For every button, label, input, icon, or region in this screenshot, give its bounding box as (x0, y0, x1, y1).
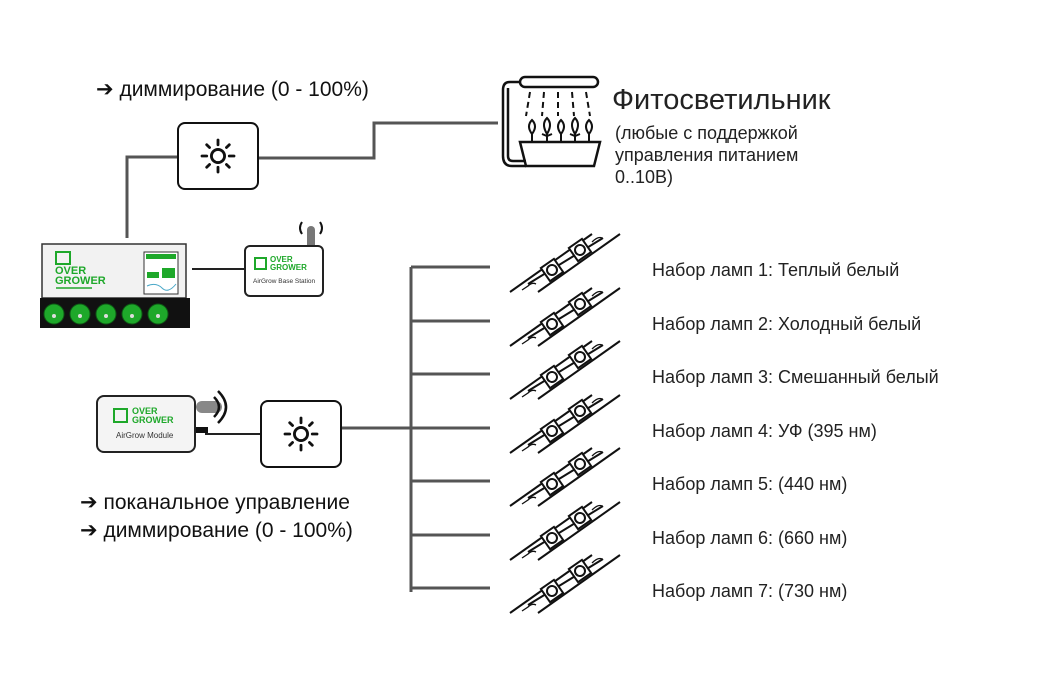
wireless-signal-icon (196, 390, 228, 433)
logo-icon (113, 408, 128, 423)
airgrow-base-station: OVER GROWER AirGrow Base Station (244, 245, 324, 297)
channel-control-note: ➔ поканальное управление (80, 490, 350, 515)
lamp-set-label: Набор ламп 4: УФ (395 нм) (652, 421, 877, 441)
brand-line: OVER (132, 406, 158, 416)
led-strip-icon (509, 501, 621, 561)
led-strip-icon (509, 340, 621, 400)
dimmer-bottom (260, 400, 342, 468)
brand-line: GROWER (55, 275, 106, 287)
led-strip-icon (509, 233, 621, 293)
brand-line: GROWER (270, 263, 307, 272)
controller-brand: OVER GROWER (55, 265, 106, 287)
lamp-set-label: Набор ламп 5: (440 нм) (652, 474, 848, 494)
top-dimming-text: диммирование (0 - 100%) (119, 78, 369, 101)
airgrow-module: OVER GROWER AirGrow Module (96, 395, 196, 453)
phytolamp-description: (любые с поддержкой управления питанием … (615, 122, 798, 188)
base-brand: OVER GROWER (270, 256, 307, 272)
sun-icon (283, 416, 319, 452)
lamp-set-label: Набор ламп 2: Холодный белый (652, 314, 922, 334)
phytolamp-icon (501, 75, 602, 168)
module-brand: OVER GROWER (132, 407, 174, 425)
bottom-dimming-note: ➔ диммирование (0 - 100%) (80, 518, 353, 543)
sun-icon (200, 138, 236, 174)
base-station-label: AirGrow Base Station (253, 278, 316, 285)
arrow-icon: ➔ (96, 78, 114, 101)
phytolamp-desc-line: 0..10В) (615, 167, 674, 187)
arrow-icon: ➔ (80, 491, 98, 514)
module-label: AirGrow Module (116, 431, 174, 440)
logo-icon (254, 257, 267, 270)
led-strip-icon (509, 394, 621, 454)
phytolamp-desc-line: (любые с поддержкой (615, 123, 798, 143)
phytolamp-desc-line: управления питанием (615, 145, 799, 165)
lamp-set-label: Набор ламп 1: Теплый белый (652, 260, 900, 280)
channel-control-text: поканальное управление (103, 491, 350, 514)
led-strip-icon (509, 287, 621, 347)
lamp-set-label: Набор ламп 7: (730 нм) (652, 581, 848, 601)
brand-line: GROWER (132, 415, 174, 425)
brand-line: OVER (55, 265, 87, 277)
wire-controller-to-dimmer (125, 155, 178, 238)
brand-line: OVER (270, 255, 293, 264)
wire-dimmer-to-phytolamp (258, 121, 498, 160)
led-strip-icon (509, 554, 621, 614)
arrow-icon: ➔ (80, 519, 98, 542)
top-dimming-note: ➔ диммирование (0 - 100%) (96, 77, 369, 102)
lamp-set-label: Набор ламп 6: (660 нм) (652, 528, 848, 548)
controller-body-icon (40, 243, 190, 328)
lamp-set-label: Набор ламп 3: Смешанный белый (652, 367, 939, 387)
led-strip-icon (509, 447, 621, 507)
phytolamp-title: Фитосветильник (612, 84, 831, 116)
overgrower-controller: OVER GROWER (36, 238, 192, 330)
bottom-dimming-text: диммирование (0 - 100%) (103, 519, 353, 542)
dimmer-top (177, 122, 259, 190)
